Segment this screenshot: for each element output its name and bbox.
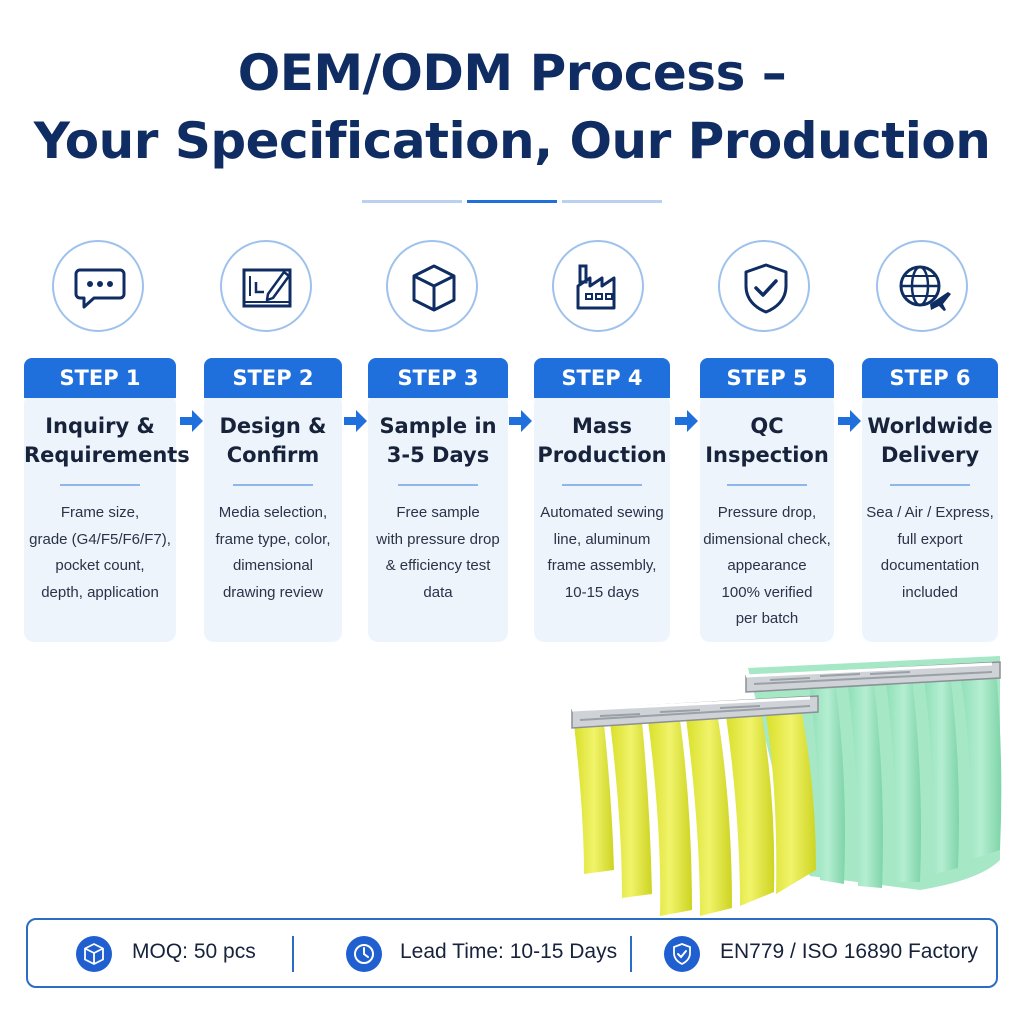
globe-plane-icon bbox=[899, 265, 951, 311]
arrow-right-icon bbox=[180, 410, 203, 432]
step-2-title: Design &Confirm bbox=[219, 414, 327, 467]
certification-text: EN779 / ISO 16890 Factory bbox=[720, 940, 978, 963]
yellow-bag-filter bbox=[571, 695, 819, 916]
step-1-description: Frame size,grade (G4/F5/F6/F7),pocket co… bbox=[29, 504, 171, 601]
step-1-icon-circle bbox=[52, 240, 144, 332]
step-2-icon-circle bbox=[220, 240, 312, 332]
page-title-line-2: Your Specification, Our Production bbox=[33, 112, 991, 170]
arrow-right-icon bbox=[509, 410, 532, 432]
step-5-label: STEP 5 bbox=[700, 358, 834, 398]
info-bar: MOQ: 50 pcs Lead Time: 10-15 Days EN779 … bbox=[26, 918, 998, 988]
page-title-line-1: OEM/ODM Process – bbox=[237, 44, 787, 102]
step-6-card bbox=[862, 394, 998, 642]
lead-time-text: Lead Time: 10-15 Days bbox=[400, 940, 618, 963]
box-icon bbox=[412, 264, 456, 312]
arrow-right-icon bbox=[838, 410, 861, 432]
clock-icon bbox=[346, 936, 382, 972]
factory-icon bbox=[576, 264, 616, 310]
step-3-rule bbox=[398, 484, 478, 486]
bag-filters-illustration bbox=[571, 656, 1002, 916]
moq-text: MOQ: 50 pcs bbox=[132, 940, 256, 963]
separator bbox=[630, 936, 632, 972]
step-5-rule bbox=[727, 484, 807, 486]
step-5-icon-circle bbox=[718, 240, 810, 332]
step-1-label: STEP 1 bbox=[24, 358, 176, 398]
step-1-card bbox=[24, 394, 176, 642]
title-divider-right bbox=[562, 200, 662, 203]
arrow-right-icon bbox=[344, 410, 367, 432]
step-4-rule bbox=[562, 484, 642, 486]
step-2-label: STEP 2 bbox=[204, 358, 342, 398]
step-5-description: Pressure drop,dimensional check,appearan… bbox=[703, 504, 831, 627]
step-4-label: STEP 4 bbox=[534, 358, 670, 398]
step-4-card bbox=[534, 394, 670, 642]
step-3-label: STEP 3 bbox=[368, 358, 508, 398]
step-2-description: Media selection,frame type, color,dimens… bbox=[215, 504, 331, 601]
shield-check-icon bbox=[664, 936, 700, 972]
chat-bubble-icon bbox=[74, 268, 126, 309]
shield-check-icon bbox=[744, 263, 788, 314]
step-6-icon-circle bbox=[876, 240, 968, 332]
step-5-card bbox=[700, 394, 834, 642]
step-3-card bbox=[368, 394, 508, 642]
step-6-rule bbox=[890, 484, 970, 486]
arrow-right-icon bbox=[675, 410, 698, 432]
step-6-label: STEP 6 bbox=[862, 358, 998, 398]
title-divider-left bbox=[362, 200, 462, 203]
title-divider-accent bbox=[467, 200, 557, 203]
step-4-icon-circle bbox=[552, 240, 644, 332]
separator bbox=[292, 936, 294, 972]
box-icon bbox=[76, 936, 112, 972]
step-2-rule bbox=[233, 484, 313, 486]
step-3-icon-circle bbox=[386, 240, 478, 332]
step-1-rule bbox=[60, 484, 140, 486]
drawing-pencil-icon bbox=[242, 268, 292, 308]
step-2-card bbox=[204, 394, 342, 642]
step-1-title: Inquiry &Requirements bbox=[24, 414, 190, 467]
